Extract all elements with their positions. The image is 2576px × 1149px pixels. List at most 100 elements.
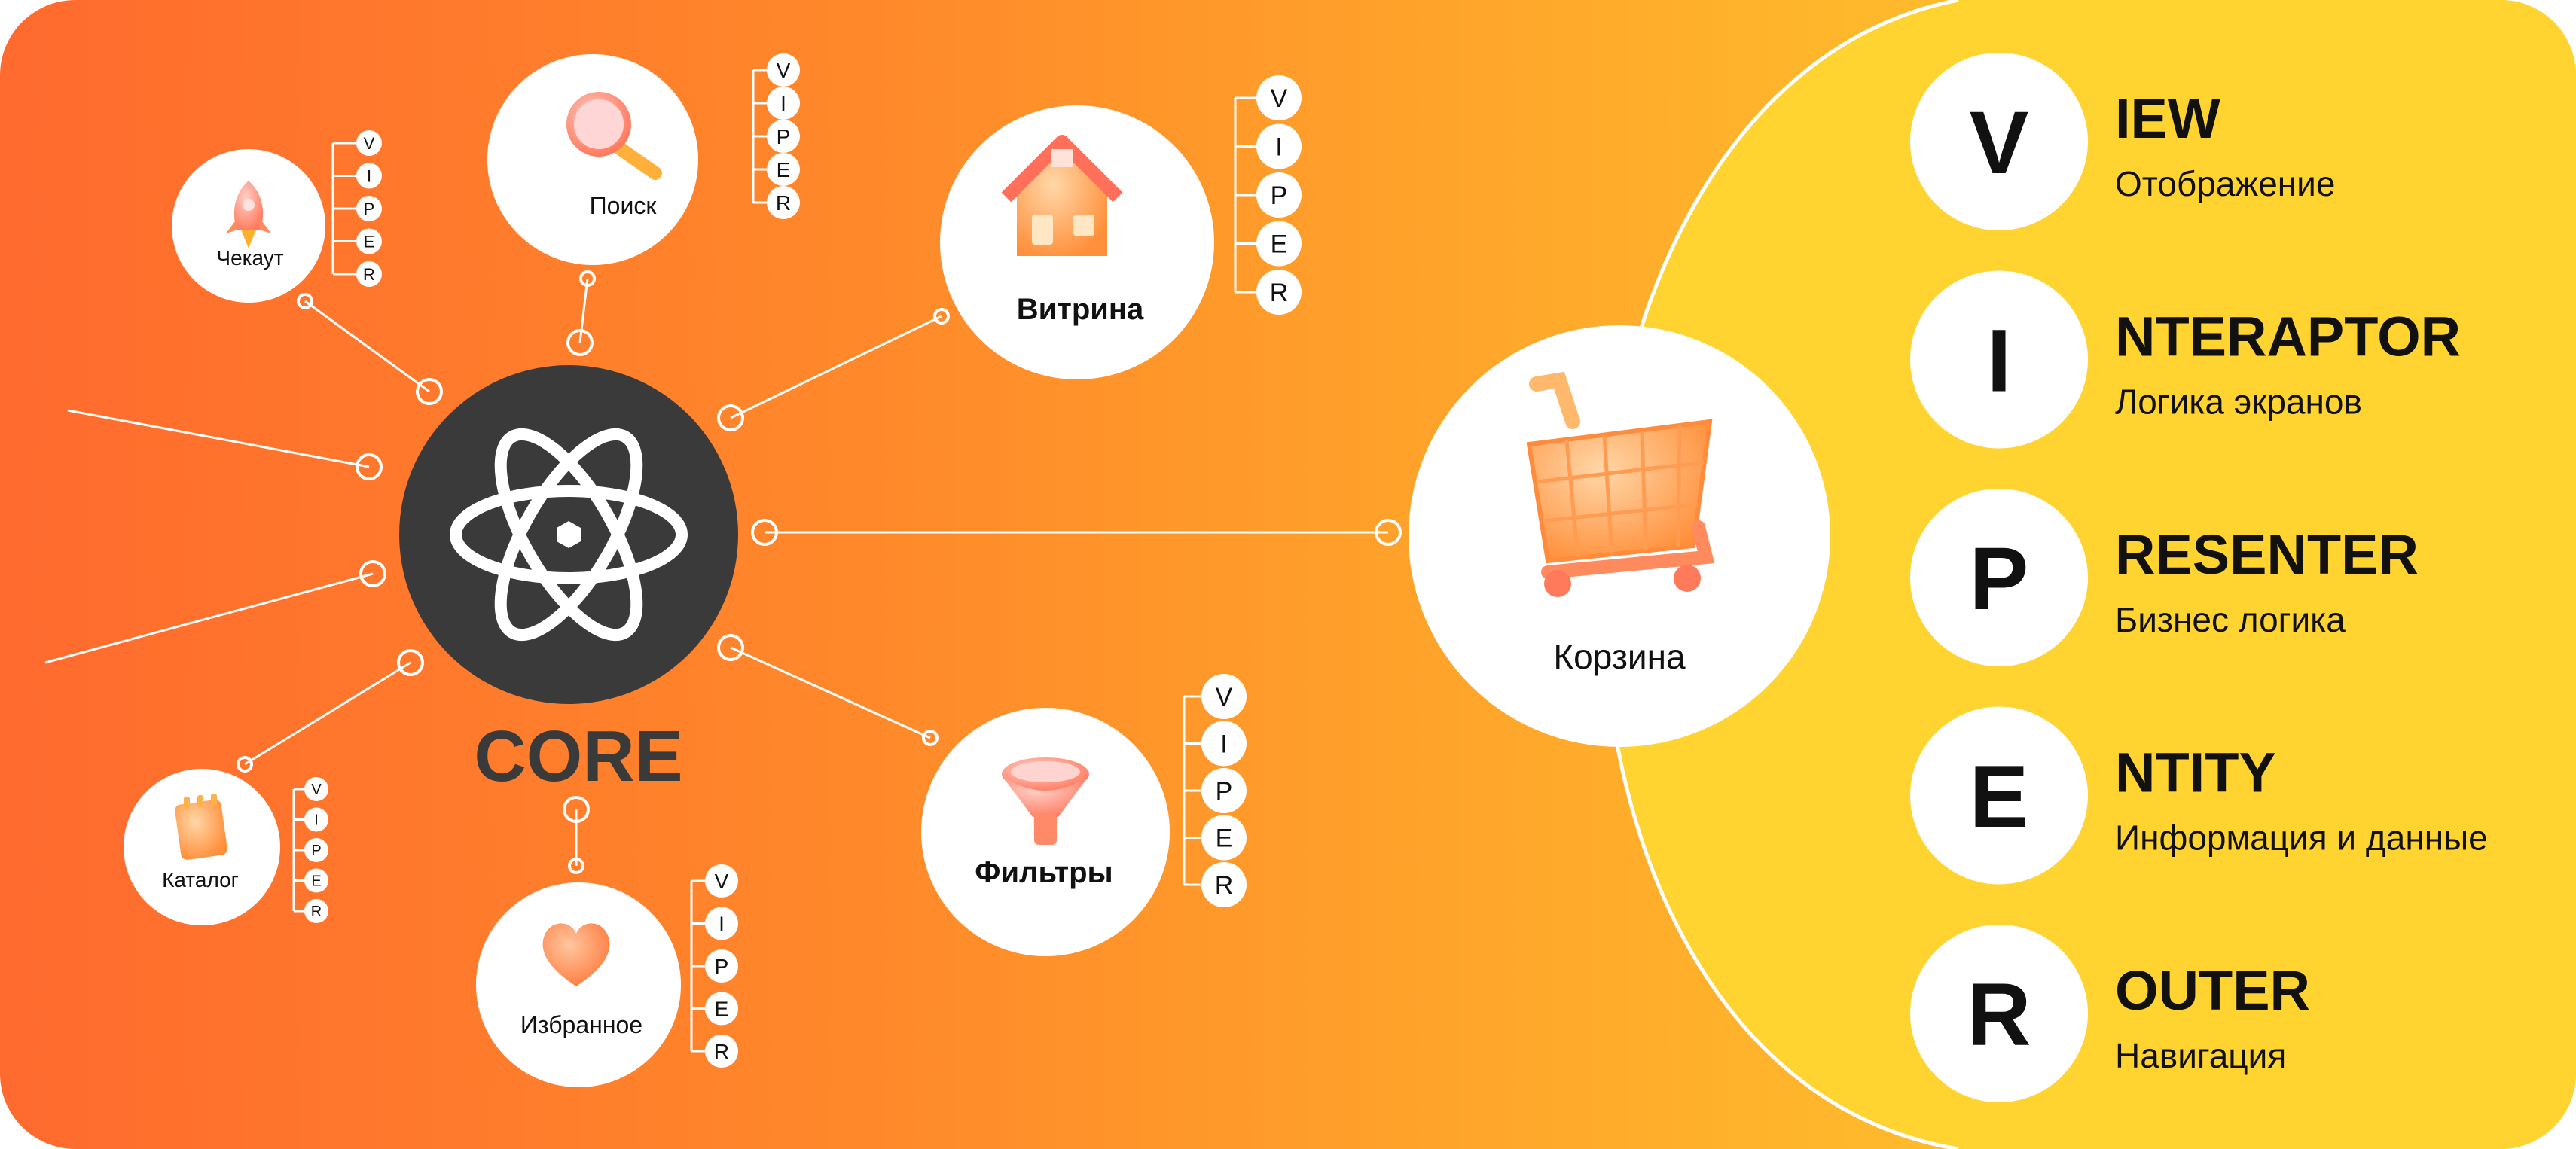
legend-title: OUTER	[2115, 959, 2310, 1022]
notepad-icon	[175, 794, 227, 860]
viper-chip-letter: I	[367, 166, 371, 185]
viper-chip-p: P	[1201, 768, 1247, 813]
legend-letter: V	[1970, 93, 2029, 193]
module-favorites[interactable]: Избранное	[476, 882, 681, 1087]
legend-item-r: R OUTER Навигация	[1910, 925, 2310, 1102]
viper-chip-letter: P	[777, 125, 791, 148]
module-catalog[interactable]: Каталог	[124, 769, 280, 925]
viper-chip-letter: E	[1216, 824, 1233, 853]
viper-chip-p: P	[705, 949, 738, 983]
legend-title: RESENTER	[2115, 523, 2419, 586]
funnel-icon	[1002, 757, 1089, 845]
legend-letter: P	[1970, 529, 2029, 629]
viper-chip-letter: P	[364, 200, 375, 218]
viper-chip-letter: V	[1216, 683, 1233, 712]
core-node	[399, 365, 738, 704]
viper-chip-letter: P	[1216, 777, 1233, 806]
viper-chip-e: E	[1256, 221, 1302, 267]
viper-chip-e: E	[1201, 815, 1247, 861]
yellow-panel	[1602, 0, 2576, 1149]
module-label-filters: Фильтры	[975, 856, 1113, 889]
shopping-cart-icon	[1526, 371, 1715, 597]
module-filters[interactable]: Фильтры	[921, 708, 1170, 956]
viper-chip-letter: E	[1271, 230, 1288, 259]
viper-chip-e: E	[304, 868, 328, 893]
viper-chip-i: I	[1201, 721, 1247, 767]
viper-chip-p: P	[767, 120, 800, 153]
legend-item-i: I NTERAPTOR Логика экранов	[1910, 270, 2461, 449]
legend-description: Отображение	[2115, 164, 2335, 203]
viper-chip-letter: P	[715, 955, 729, 978]
legend-badge	[1910, 925, 2088, 1102]
module-label-favorites: Избранное	[520, 1011, 642, 1038]
legend-description: Навигация	[2115, 1036, 2286, 1075]
viper-chip-r: R	[767, 186, 800, 219]
viper-chip-letter: E	[311, 873, 321, 890]
connection-ports	[237, 270, 1402, 874]
atom-icon	[450, 428, 688, 642]
module-label-showcase: Витрина	[1017, 293, 1144, 326]
viper-chip-p: P	[356, 196, 382, 221]
legend-title: IEW	[2115, 87, 2220, 150]
viper-chip-letter: V	[777, 59, 791, 82]
viper-chip-i: I	[705, 907, 738, 940]
module-showcase[interactable]: Витрина	[940, 105, 1214, 379]
house-icon	[1001, 135, 1123, 256]
viper-chip-v: V	[1201, 674, 1247, 719]
viper-chip-v: V	[356, 130, 382, 156]
viper-chip-v: V	[705, 864, 738, 898]
connection-lines	[44, 278, 1388, 866]
module-label-catalog: Каталог	[162, 868, 239, 891]
legend-description: Бизнес логика	[2115, 600, 2346, 639]
module-label-checkout: Чекаут	[216, 246, 283, 270]
module-search[interactable]: Поиск	[487, 54, 698, 265]
legend-badge	[1910, 270, 2088, 449]
viper-chip-p: P	[304, 838, 328, 862]
viper-chip-letter: R	[714, 1040, 729, 1063]
rocket-icon	[226, 181, 271, 248]
viper-chip-letter: V	[1271, 84, 1288, 113]
viper-chip-r: R	[304, 899, 328, 923]
cart-label: Корзина	[1553, 637, 1686, 676]
viper-chip-letter: R	[1270, 279, 1289, 307]
viper-chip-letter: V	[311, 782, 322, 798]
viper-chip-letter: P	[1271, 181, 1288, 210]
viper-chip-i: I	[1256, 123, 1302, 169]
viper-chip-v: V	[767, 53, 800, 87]
legend-letter: R	[1967, 965, 2031, 1065]
heart-icon	[542, 923, 610, 986]
viper-chip-letter: R	[1215, 871, 1234, 900]
viper-chip-i: I	[767, 87, 800, 120]
viper-chip-letter: I	[1220, 730, 1227, 759]
viper-chip-letter: I	[1275, 133, 1282, 162]
viper-chip-e: E	[767, 153, 800, 186]
viper-chip-v: V	[1256, 75, 1302, 120]
module-checkout[interactable]: Чекаут	[172, 149, 325, 303]
cart-node[interactable]: Корзина	[1409, 325, 1830, 747]
legend-description: Логика экранов	[2115, 382, 2362, 422]
atom-nucleus	[557, 521, 581, 548]
viper-chip-r: R	[1256, 270, 1302, 315]
legend-title: NTITY	[2115, 742, 2276, 804]
viper-chip-i: I	[356, 163, 382, 189]
viper-chip-letter: E	[715, 998, 729, 1021]
viper-chip-letter: E	[364, 232, 375, 251]
viper-chip-i: I	[304, 807, 328, 832]
legend-title: NTERAPTOR	[2115, 306, 2461, 368]
viper-chip-letter: I	[780, 92, 786, 115]
viper-chip-letter: E	[777, 158, 791, 181]
legend-letter: I	[1987, 312, 2012, 411]
legend-badge	[1910, 706, 2088, 885]
legend-item-p: P RESENTER Бизнес логика	[1910, 489, 2419, 666]
